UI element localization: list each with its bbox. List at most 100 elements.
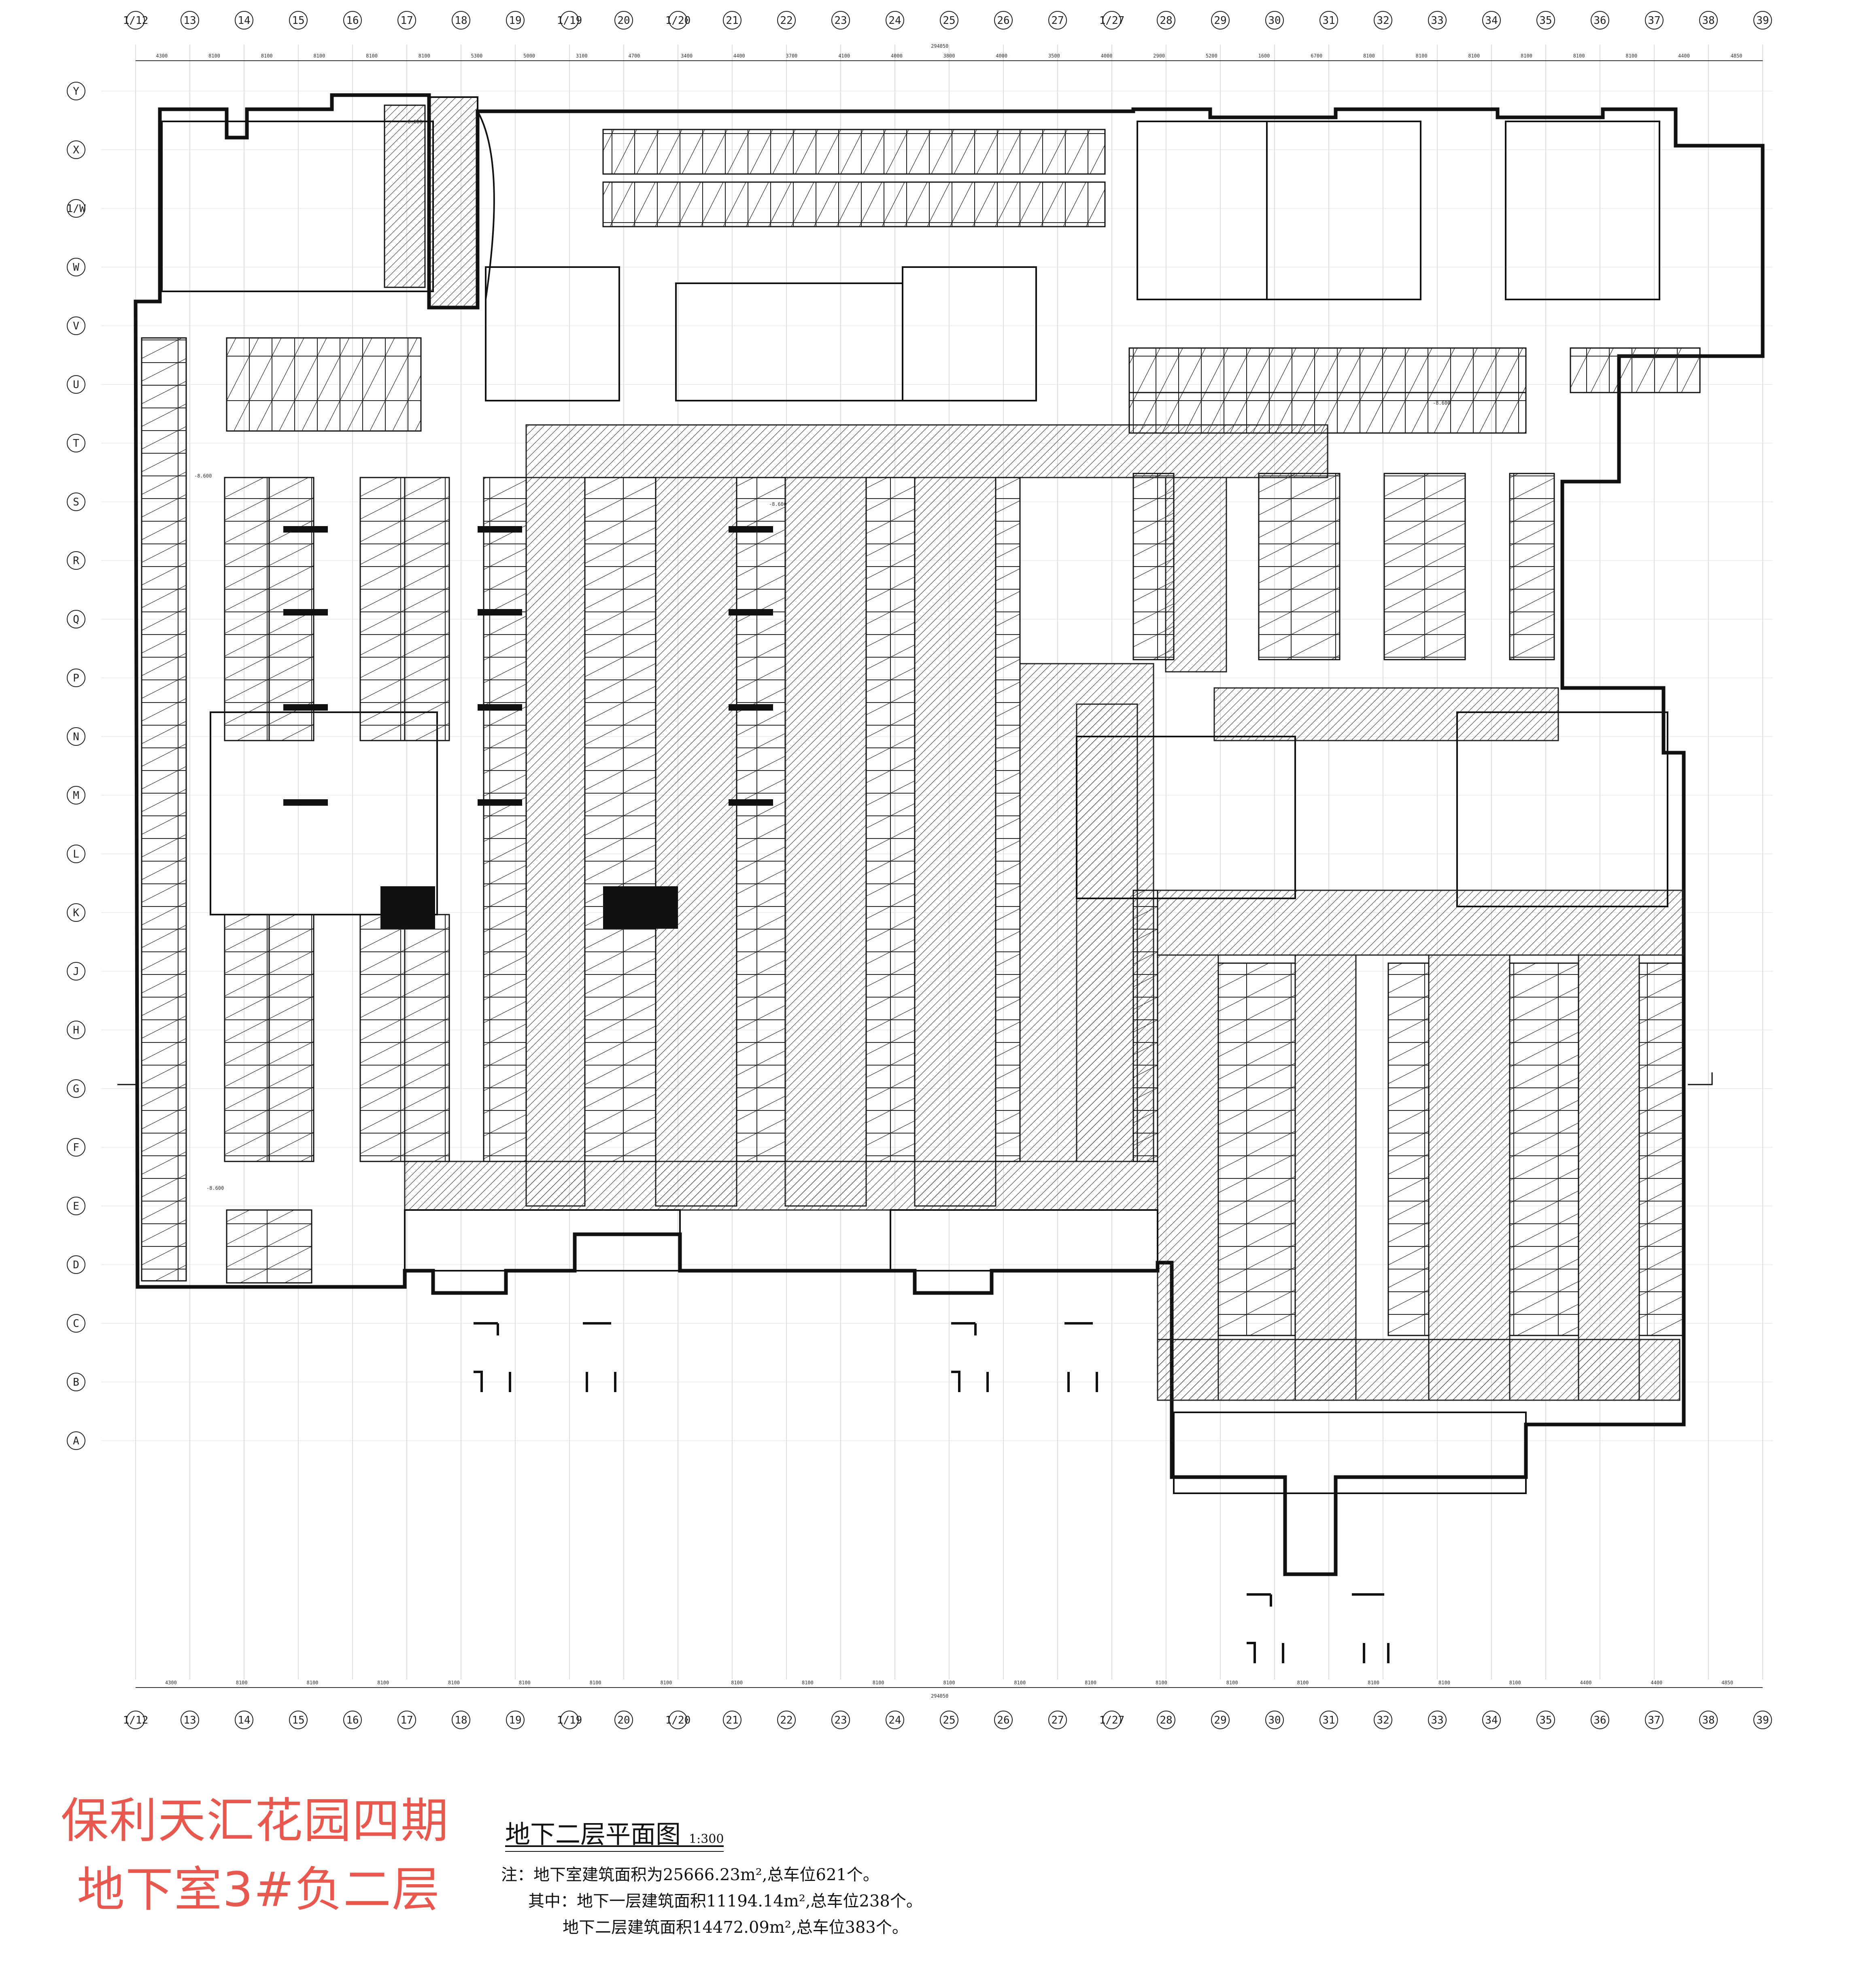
grid-row-label: U bbox=[73, 379, 79, 391]
dimension-value: 5000 bbox=[523, 53, 535, 59]
grid-bubble bbox=[1265, 11, 1284, 30]
grid-row-label: D bbox=[73, 1259, 79, 1271]
grid-column-label: 25 bbox=[943, 1714, 955, 1726]
grid-bubble bbox=[994, 11, 1013, 30]
grid-bubble bbox=[777, 11, 796, 30]
grid-column-label: 15 bbox=[292, 1714, 304, 1726]
project-title-line2: 地下室3#负二层 bbox=[77, 1862, 440, 1917]
grid-bubble bbox=[777, 1711, 796, 1729]
grid-bubble bbox=[723, 11, 741, 30]
grid-row-label: P bbox=[73, 672, 79, 684]
grid-column-label: 30 bbox=[1268, 15, 1281, 27]
grid-bubble bbox=[1482, 11, 1501, 30]
grid-bubble bbox=[289, 1711, 308, 1729]
grid-column-label: 25 bbox=[943, 15, 955, 27]
grid-column-label: 23 bbox=[834, 1714, 847, 1726]
grid-column-label: 1/27 bbox=[1099, 15, 1125, 27]
dimension-value: 8100 bbox=[1509, 1680, 1521, 1686]
grid-column-label: 1/27 bbox=[1099, 1714, 1125, 1726]
overall-dimension-bottom: 294050 bbox=[931, 1693, 948, 1699]
grid-row-label: A bbox=[73, 1435, 79, 1447]
grid-bubble bbox=[1699, 11, 1718, 30]
dimension-value: 4400 bbox=[1580, 1680, 1592, 1686]
dimension-value: 8100 bbox=[208, 53, 220, 59]
grid-column-label: 20 bbox=[617, 1714, 630, 1726]
grid-column-label: 28 bbox=[1160, 1714, 1172, 1726]
grid-bubble bbox=[343, 1711, 362, 1729]
grid-row-label: Q bbox=[73, 614, 79, 626]
dimension-value: 8100 bbox=[943, 1680, 955, 1686]
grid-bubble bbox=[1211, 11, 1230, 30]
grid-bubble bbox=[994, 1711, 1013, 1729]
grid-column-label: 29 bbox=[1214, 1714, 1226, 1726]
grid-row-label: K bbox=[73, 907, 79, 919]
grid-column-label: 18 bbox=[455, 15, 467, 27]
dimension-value: 8100 bbox=[590, 1680, 601, 1686]
grid-row-label: V bbox=[73, 320, 79, 332]
grid-column-label: 19 bbox=[509, 1714, 521, 1726]
grid-bubble bbox=[1048, 1711, 1067, 1729]
dimension-value: 8100 bbox=[1085, 1680, 1096, 1686]
dimension-value: 5300 bbox=[471, 53, 482, 59]
grid-bubble bbox=[67, 1314, 85, 1333]
title-underline bbox=[505, 1845, 724, 1852]
grid-column-label: 1/12 bbox=[123, 1714, 149, 1726]
grid-bubble bbox=[67, 140, 85, 159]
dimension-value: 4850 bbox=[1721, 1680, 1733, 1686]
grid-bubble bbox=[1753, 11, 1772, 30]
grid-bubble bbox=[67, 845, 85, 863]
grid-row-label: H bbox=[73, 1024, 79, 1036]
grid-bubble bbox=[1591, 11, 1609, 30]
grid-bubble bbox=[1319, 11, 1338, 30]
dimension-value: 8100 bbox=[313, 53, 325, 59]
dimension-value: 8100 bbox=[873, 1680, 884, 1686]
grid-bubble bbox=[560, 11, 579, 30]
grid-bubble bbox=[67, 669, 85, 687]
grid-column-label: 39 bbox=[1756, 1714, 1769, 1726]
grid-column-label: 1/19 bbox=[557, 1714, 582, 1726]
dimension-value: 8100 bbox=[366, 53, 378, 59]
grid-bubble bbox=[67, 258, 85, 276]
grid-column-label: 30 bbox=[1268, 1714, 1281, 1726]
grid-column-label: 24 bbox=[888, 15, 901, 27]
grid-bubble bbox=[723, 1711, 741, 1729]
tower-footprints bbox=[474, 1322, 1389, 1663]
grid-bubble bbox=[67, 786, 85, 805]
grid-bubble bbox=[1482, 1711, 1501, 1729]
grid-bubble bbox=[67, 962, 85, 981]
dimension-value: 8100 bbox=[1521, 53, 1532, 59]
grid-column-label: 39 bbox=[1756, 15, 1769, 27]
grid-bubble bbox=[1428, 1711, 1447, 1729]
grid-bubble bbox=[67, 903, 85, 922]
dimension-value: 8100 bbox=[419, 53, 430, 59]
grid-row-label: B bbox=[73, 1376, 79, 1388]
grid-column-label: 35 bbox=[1539, 15, 1552, 27]
grid-bubble bbox=[397, 1711, 416, 1729]
grid-bubble bbox=[67, 551, 85, 570]
grid-bubble bbox=[67, 316, 85, 335]
grid-column-label: 18 bbox=[455, 1714, 467, 1726]
grid-column-label: 37 bbox=[1648, 1714, 1660, 1726]
level-mark: -8.600 bbox=[769, 501, 786, 507]
grid-row-label: G bbox=[73, 1083, 79, 1095]
grid-row-label: 1/W bbox=[67, 203, 86, 215]
grid-column-label: 27 bbox=[1051, 15, 1064, 27]
grid-column-label: 14 bbox=[238, 1714, 250, 1726]
grid-bubble bbox=[67, 82, 85, 100]
drawing-scale: 1:300 bbox=[689, 1832, 724, 1846]
grid-row-label: J bbox=[73, 966, 79, 978]
grid-column-label: 36 bbox=[1593, 15, 1606, 27]
grid-bubble bbox=[1265, 1711, 1284, 1729]
grid-column-label: 38 bbox=[1702, 1714, 1715, 1726]
dimension-value: 8100 bbox=[660, 1680, 672, 1686]
grid-column-label: 37 bbox=[1648, 15, 1660, 27]
grid-bubble bbox=[1103, 11, 1121, 30]
grid-bubble bbox=[831, 11, 850, 30]
grid-column-label: 13 bbox=[183, 1714, 196, 1726]
dimension-value: 8100 bbox=[377, 1680, 389, 1686]
grid-bubble bbox=[67, 1138, 85, 1157]
